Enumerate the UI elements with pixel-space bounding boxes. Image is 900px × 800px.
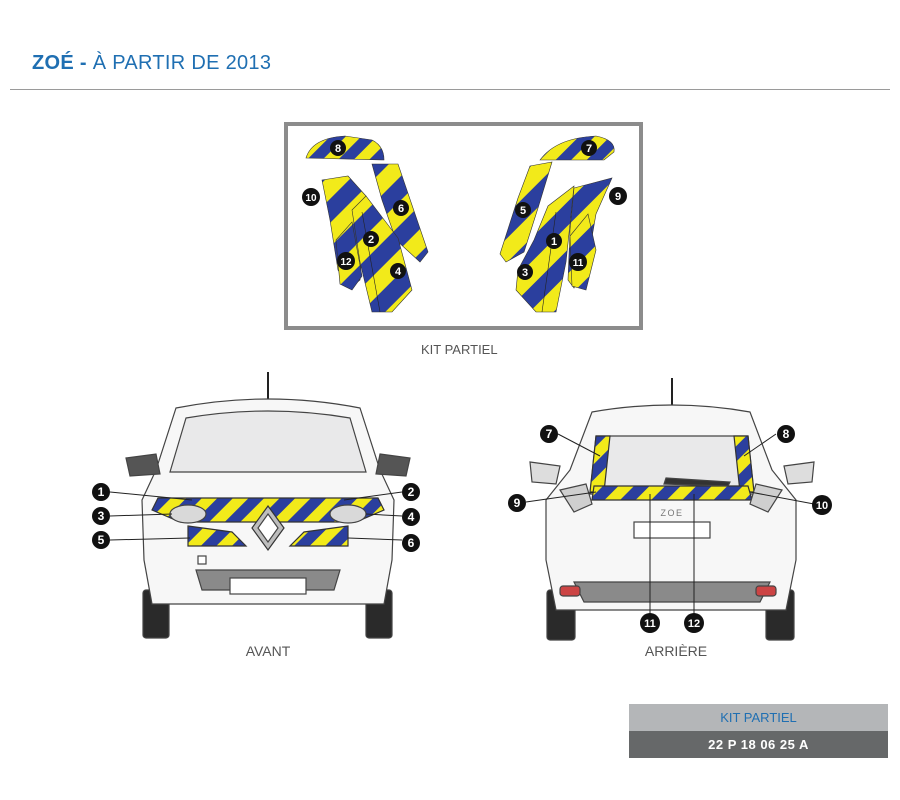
- front-leaders: [109, 491, 403, 541]
- callout-6: 6: [402, 534, 420, 552]
- svg-text:7: 7: [546, 427, 553, 441]
- kit-number-6: 6: [393, 200, 409, 216]
- svg-text:10: 10: [816, 500, 828, 512]
- callout-8: 8: [777, 425, 795, 443]
- callout-4: 4: [402, 508, 420, 526]
- svg-text:8: 8: [335, 143, 341, 155]
- rear-badge: ZOE: [660, 508, 683, 518]
- callout-12: 12: [684, 613, 704, 633]
- svg-text:1: 1: [98, 485, 105, 499]
- svg-text:12: 12: [340, 257, 352, 268]
- kit-number-8: 8: [330, 140, 346, 156]
- kit-number-1: 1: [546, 233, 562, 249]
- kit-piece-1-3-shape: [515, 185, 575, 313]
- kit-piece-11-shape: [569, 213, 597, 291]
- kit-number-2: 2: [363, 231, 379, 247]
- svg-text:5: 5: [520, 205, 526, 217]
- svg-text:3: 3: [98, 509, 105, 523]
- svg-text:4: 4: [395, 266, 402, 278]
- title-subtitle: À PARTIR DE 2013: [92, 52, 272, 74]
- svg-text:3: 3: [522, 267, 528, 279]
- callout-10: 10: [812, 495, 832, 515]
- front-callouts: 1 3 5 2 4 6: [92, 483, 420, 552]
- callout-11: 11: [640, 613, 660, 633]
- callout-9: 9: [508, 494, 526, 512]
- svg-text:6: 6: [408, 536, 415, 550]
- kit-number-5: 5: [515, 202, 531, 218]
- title-separator: -: [74, 52, 93, 74]
- svg-text:11: 11: [644, 618, 656, 630]
- svg-text:2: 2: [368, 234, 374, 246]
- kit-numbers: 8 7 10 9 6 5 2 1 12 11 4 3: [302, 140, 627, 280]
- svg-text:7: 7: [586, 143, 592, 155]
- rear-leaders: [525, 433, 815, 616]
- kit-number-12: 12: [337, 252, 355, 270]
- rear-car: [529, 378, 815, 641]
- svg-text:9: 9: [615, 191, 621, 203]
- reference-code: 22 P 18 06 25 A: [629, 731, 888, 758]
- kit-number-3: 3: [517, 264, 533, 280]
- kit-number-4: 4: [390, 263, 406, 279]
- svg-text:11: 11: [573, 258, 584, 269]
- callout-5: 5: [92, 531, 110, 549]
- svg-text:5: 5: [98, 533, 105, 547]
- reference-label: KIT PARTIEL: [629, 704, 888, 731]
- svg-text:8: 8: [783, 427, 790, 441]
- callout-1: 1: [92, 483, 110, 501]
- reference-box: KIT PARTIEL 22 P 18 06 25 A: [629, 704, 888, 758]
- callout-2: 2: [402, 483, 420, 501]
- kit-number-10: 10: [302, 188, 320, 206]
- svg-text:9: 9: [514, 496, 521, 510]
- front-car: [125, 372, 411, 639]
- kit-number-7: 7: [581, 140, 597, 156]
- svg-text:10: 10: [305, 193, 317, 204]
- kit-number-9: 9: [609, 187, 627, 205]
- svg-text:1: 1: [551, 236, 557, 248]
- rear-caption: ARRIÈRE: [645, 643, 707, 659]
- kit-piece-7-shape: [539, 135, 615, 161]
- callout-7: 7: [540, 425, 558, 443]
- rear-callouts: 7 8 9 10 11 12: [508, 425, 832, 633]
- front-caption: AVANT: [246, 643, 291, 659]
- svg-text:12: 12: [688, 618, 700, 630]
- header-divider: [10, 89, 890, 90]
- svg-text:4: 4: [408, 510, 415, 524]
- kit-number-11: 11: [569, 253, 587, 271]
- callout-3: 3: [92, 507, 110, 525]
- model-name: ZOÉ: [32, 52, 75, 74]
- kit-piece-2-4-shape: [351, 195, 413, 313]
- svg-text:2: 2: [408, 485, 415, 499]
- page-title: ZOÉ - À PARTIR DE 2013: [32, 52, 271, 75]
- kit-caption: KIT PARTIEL: [421, 342, 498, 357]
- svg-text:6: 6: [398, 203, 404, 215]
